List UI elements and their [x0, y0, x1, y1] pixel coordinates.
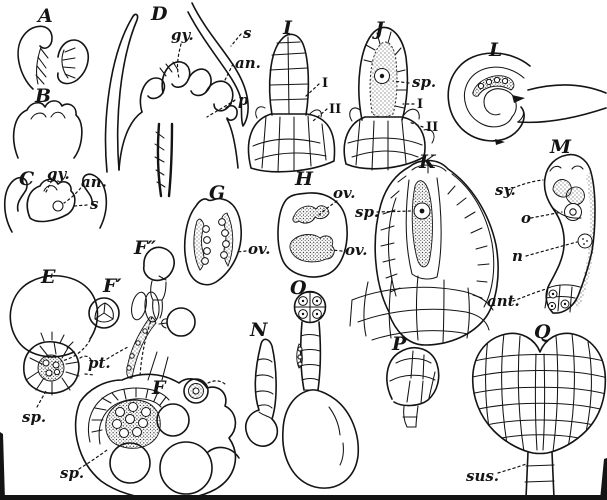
- figure-f-prime-drawing: [88, 297, 120, 329]
- annotation-sepal-c: s: [90, 195, 99, 213]
- label-figure-m: M: [549, 136, 572, 158]
- egg-cell: [564, 203, 582, 221]
- anther-primordium: [52, 200, 64, 212]
- label-figure-f-prime: F′: [102, 275, 122, 297]
- annotation-ovule-h-right: ov.: [345, 241, 367, 259]
- label-figure-c: C: [19, 168, 34, 190]
- annotation-spore-f: sp.: [60, 464, 84, 482]
- annotation-antipodals-m: ant.: [487, 292, 520, 310]
- sporogenous-mass: [37, 354, 65, 382]
- figure-f-doubleprime-drawing: [106, 246, 196, 381]
- annotation-spore-k: sp.: [355, 203, 379, 221]
- label-figure-h: H: [294, 168, 314, 190]
- annotation-gynoecium-c: gy.: [47, 165, 70, 183]
- figure-l-drawing: [447, 52, 607, 145]
- annotation-integument1-i: I: [322, 76, 328, 91]
- annotation-spore-e: sp.: [22, 408, 46, 426]
- label-figure-e: E: [40, 266, 56, 288]
- label-figure-d: D: [150, 3, 168, 25]
- ovule: [292, 205, 330, 224]
- label-figure-n: N: [249, 319, 268, 341]
- annotation-oosphere-m: o: [521, 209, 531, 227]
- figure-p-drawing: [386, 347, 440, 428]
- annotation-ovule-g: ov.: [248, 240, 270, 258]
- figure-c-drawing: [3, 173, 108, 233]
- label-figure-f: F: [151, 377, 167, 399]
- annotation-anther-d: an.: [235, 54, 261, 72]
- annotation-nucleus-m: n: [512, 247, 523, 265]
- figure-g-drawing: [183, 197, 247, 286]
- annotation-anther-c: an.: [81, 173, 107, 191]
- synergid-cell: [565, 186, 585, 205]
- label-figure-l: L: [488, 39, 502, 61]
- annotation-integument1-j: I: [417, 97, 423, 112]
- polar-nucleus: [577, 233, 593, 249]
- label-figure-j: J: [372, 18, 386, 40]
- figure-b-drawing: [12, 100, 83, 159]
- annotation-spore-j: sp.: [412, 73, 436, 91]
- annotation-gynoecium-d: gy.: [171, 26, 194, 44]
- figure-k-drawing: [349, 158, 499, 346]
- figure-m-drawing: [507, 153, 596, 314]
- label-figure-g: G: [209, 182, 225, 204]
- label-figure-i: I: [282, 17, 293, 39]
- label-figure-b: B: [34, 85, 51, 107]
- annotation-petal-d: p: [238, 91, 249, 109]
- label-figure-o: O: [290, 277, 307, 299]
- figure-f-drawing: [74, 373, 240, 500]
- label-figure-q: Q: [534, 321, 551, 343]
- plate-border: [0, 432, 607, 500]
- annotation-integument2-i: II: [329, 102, 341, 117]
- figure-j-drawing: [343, 26, 435, 171]
- figure-e-drawing: [9, 275, 99, 408]
- annotation-sepal-d: s: [243, 24, 252, 42]
- figure-a-drawing: [17, 25, 90, 90]
- figure-n-drawing: [244, 338, 279, 447]
- annotation-suspensor-q: sus.: [466, 467, 499, 485]
- figure-i-drawing: [247, 33, 336, 173]
- label-figure-p: P: [391, 333, 407, 355]
- label-figure-f-doubleprime: F″: [133, 237, 156, 259]
- ovule: [289, 234, 335, 263]
- figure-o-drawing: [282, 290, 360, 489]
- annotation-pollen-tube: pt.: [88, 354, 111, 372]
- figure-h-drawing: [277, 192, 348, 278]
- annotation-ovule-h-top: ov.: [333, 184, 355, 202]
- figure-d-drawing: [104, 2, 249, 198]
- label-figure-a: A: [36, 5, 53, 27]
- label-figure-k: K: [418, 151, 437, 173]
- annotation-synergids-m: sy.: [495, 181, 516, 199]
- pollen-tube: [126, 316, 157, 379]
- annotation-integument2-j: II: [426, 120, 438, 135]
